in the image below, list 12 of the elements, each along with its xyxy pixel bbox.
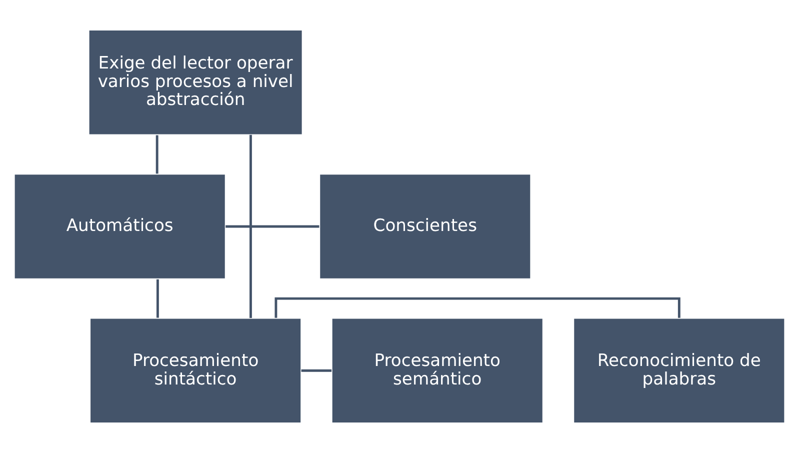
connector (225, 224, 319, 228)
connector (249, 134, 252, 318)
connector (274, 296, 680, 318)
connector (156, 278, 158, 318)
connector (155, 134, 158, 174)
node-box: Procesamiento sintáctico (88, 316, 302, 424)
node-box: Conscientes (318, 172, 531, 280)
node-box: Procesamiento semántico (330, 316, 544, 424)
node-box: Exige del lector operar varios procesos a nivel abstracción (88, 28, 303, 136)
node-box: Automáticos (13, 172, 226, 280)
node-box: Reconocimiento de palabras (572, 316, 785, 424)
connector (300, 368, 332, 372)
